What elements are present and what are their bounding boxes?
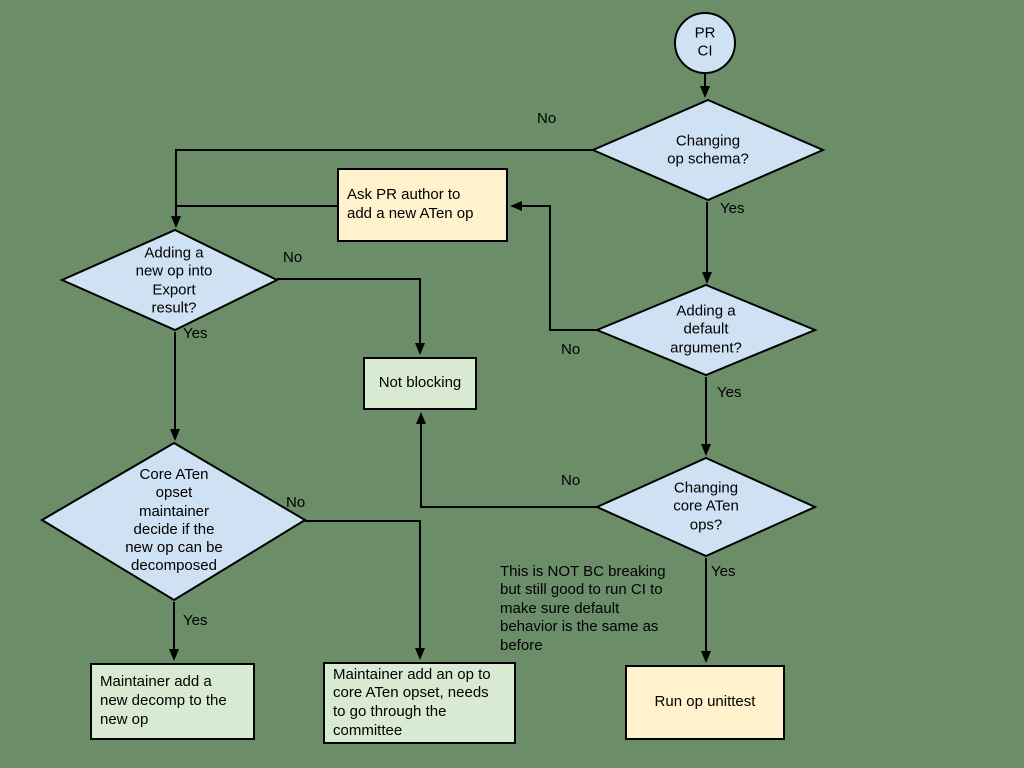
box-not-blocking: Not blocking bbox=[363, 357, 477, 410]
box-maintainer-decomp: Maintainer add a new decomp to the new o… bbox=[90, 663, 255, 740]
annotation-not-bc-breaking: This is NOT BC breaking but still good t… bbox=[500, 563, 666, 654]
label-core-yes: Yes bbox=[711, 563, 736, 580]
decision-default-shape bbox=[594, 283, 818, 377]
label-export-yes: Yes bbox=[183, 325, 208, 342]
start-node-shape bbox=[674, 12, 736, 74]
decision-core-shape bbox=[594, 456, 818, 558]
edge-export-no-to-notblocking bbox=[277, 278, 425, 355]
edge-maintainer-no-to-addop bbox=[305, 520, 425, 660]
box-maintainer-add-op: Maintainer add an op to core ATen opset,… bbox=[323, 662, 516, 744]
edge-core-no-to-notblocking bbox=[416, 412, 597, 508]
decision-maintainer-shape bbox=[40, 441, 307, 602]
label-export-no: No bbox=[283, 249, 303, 266]
edge-default-no-to-askpr bbox=[510, 201, 597, 331]
box-ask-pr-author: Ask PR author to add a new ATen op bbox=[337, 168, 508, 242]
label-schema-no: No bbox=[537, 110, 557, 127]
label-maintainer-no: No bbox=[286, 494, 306, 511]
box-run-unittest: Run op unittest bbox=[625, 665, 785, 740]
decision-export-shape bbox=[59, 228, 280, 332]
label-default-no: No bbox=[561, 341, 581, 358]
label-schema-yes: Yes bbox=[720, 200, 745, 217]
label-maintainer-yes: Yes bbox=[183, 612, 208, 629]
label-default-yes: Yes bbox=[717, 384, 742, 401]
edge-schema-no-to-export bbox=[171, 149, 593, 228]
decision-schema-shape bbox=[590, 98, 826, 202]
label-core-no: No bbox=[561, 472, 581, 489]
